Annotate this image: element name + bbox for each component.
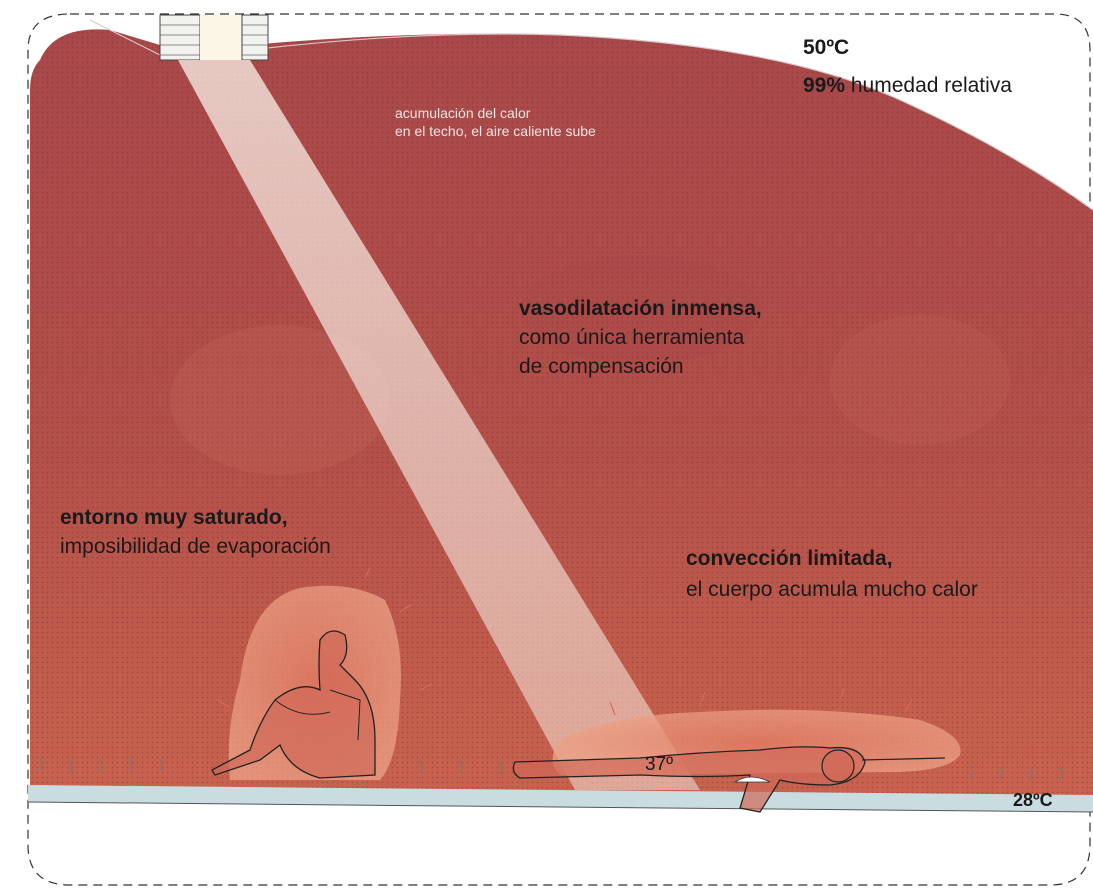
roof-heat-line-2: en el techo, el aire caliente sube <box>395 122 596 140</box>
vasodilation-line-1: como única herramienta <box>519 323 762 352</box>
saturated-line-1: imposibilidad de evaporación <box>60 532 331 561</box>
relative-humidity: 99% humedad relativa <box>803 72 1012 99</box>
skylight <box>160 15 268 60</box>
body-temperature: 37º <box>645 754 673 776</box>
convection-note: convección limitada, el cuerpo acumula m… <box>686 543 978 605</box>
saturated-environment-note: entorno muy saturado, imposibilidad de e… <box>60 503 331 561</box>
convection-heading: convección limitada, <box>686 543 978 574</box>
convection-line-1: el cuerpo acumula mucho calor <box>686 574 978 605</box>
floor-temperature: 28ºC <box>1013 790 1053 811</box>
vasodilation-heading: vasodilatación inmensa, <box>519 294 762 323</box>
vasodilation-note: vasodilatación inmensa, como única herra… <box>519 294 762 381</box>
roof-heat-note: acumulación del calor en el techo, el ai… <box>395 104 596 140</box>
saturated-heading: entorno muy saturado, <box>60 503 331 532</box>
air-blob <box>830 315 1010 445</box>
humidity-label: humedad relativa <box>851 74 1012 97</box>
roof-heat-line-1: acumulación del calor <box>395 104 596 122</box>
air-temperature: 50ºC <box>803 34 849 61</box>
vasodilation-line-2: de compensación <box>519 352 762 381</box>
humidity-value: 99% <box>803 74 845 97</box>
